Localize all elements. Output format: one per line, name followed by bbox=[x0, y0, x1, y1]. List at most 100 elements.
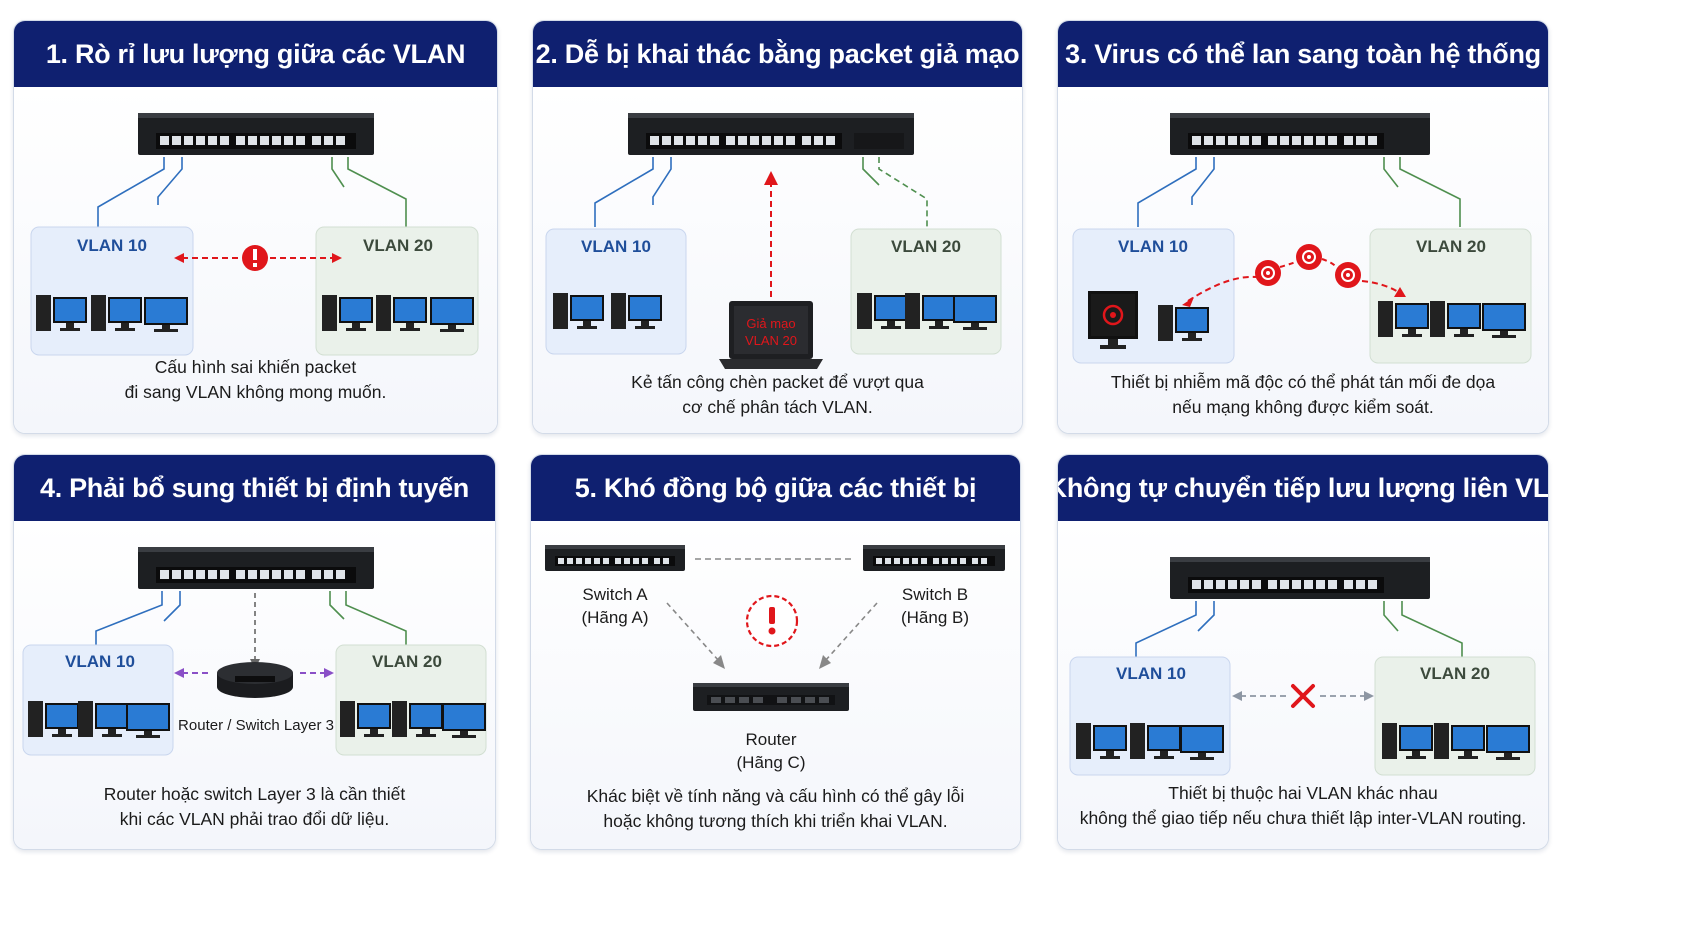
computer-icon bbox=[611, 293, 662, 329]
spread-arrow bbox=[1182, 258, 1406, 307]
vlan10-label: VLAN 10 bbox=[1118, 237, 1188, 256]
caption-line: cơ chế phân tách VLAN. bbox=[682, 397, 873, 417]
router-icon bbox=[693, 683, 849, 711]
card-body: VLAN 10 VLAN 20 Cấu hình sai khiến packe… bbox=[14, 87, 497, 433]
card-title: 3. Virus có thể lan sang toàn hệ thống bbox=[1058, 21, 1548, 87]
router-name: Router bbox=[745, 730, 796, 749]
switch-b-icon bbox=[863, 545, 1005, 571]
switch-a-vendor: (Hãng A) bbox=[581, 608, 648, 627]
computer-icon bbox=[430, 297, 474, 332]
switch-a-icon bbox=[545, 545, 685, 571]
computer-icon bbox=[1180, 725, 1224, 760]
router-icon bbox=[217, 662, 293, 698]
computer-icon bbox=[1378, 301, 1429, 337]
card-title: 4. Phải bổ sung thiết bị định tuyến bbox=[14, 455, 495, 521]
computer-icon bbox=[36, 295, 87, 331]
router-label: Router / Switch Layer 3 bbox=[178, 717, 334, 734]
vlan10-label: VLAN 10 bbox=[77, 236, 147, 255]
card-body: VLAN 10 VLAN 20 bbox=[1058, 87, 1548, 433]
switch-b-vendor: (Hãng B) bbox=[901, 608, 969, 627]
vlan20-label: VLAN 20 bbox=[363, 236, 433, 255]
network-switch bbox=[628, 113, 914, 155]
card-spoofed-packet: 2. Dễ bị khai thác bằng packet giả mạo V… bbox=[532, 20, 1023, 434]
computer-icon bbox=[1482, 303, 1526, 338]
biohazard-icon bbox=[1255, 260, 1281, 286]
card-caption: Khác biệt về tính năng và cấu hình có th… bbox=[531, 784, 1020, 834]
infected-computer-icon bbox=[1088, 291, 1138, 349]
computer-icon bbox=[376, 295, 427, 331]
laptop-text: Giả mạo bbox=[746, 316, 795, 331]
vlan20-label: VLAN 20 bbox=[891, 237, 961, 256]
blocked-x-icon bbox=[1291, 684, 1315, 708]
computer-icon bbox=[1486, 725, 1530, 760]
spoofed-packet-diagram: VLAN 10 VLAN 20 Giả mạo VLAN 20 bbox=[545, 113, 1002, 369]
caption-line: đi sang VLAN không mong muốn. bbox=[124, 382, 387, 402]
virus-spread-diagram: VLAN 10 VLAN 20 bbox=[1072, 113, 1532, 364]
biohazard-icon bbox=[1335, 262, 1361, 288]
card-caption: Router hoặc switch Layer 3 là cần thiết … bbox=[14, 782, 495, 832]
biohazard-icon bbox=[1296, 244, 1322, 270]
no-inter-vlan-diagram: VLAN 10 VLAN 20 bbox=[1069, 557, 1536, 776]
computer-icon bbox=[1434, 723, 1485, 759]
warning-icon bbox=[745, 594, 799, 648]
card-virus-spread: 3. Virus có thể lan sang toàn hệ thống V… bbox=[1057, 20, 1549, 434]
vlan20-label: VLAN 20 bbox=[1416, 237, 1486, 256]
routing-required-diagram: VLAN 10 VLAN 20 Router / Switch Layer 3 bbox=[22, 547, 487, 756]
computer-icon bbox=[1076, 723, 1127, 759]
computer-icon bbox=[1430, 301, 1481, 337]
card-vlan-leak: 1. Rò rỉ lưu lượng giữa các VLAN VLAN 10… bbox=[13, 20, 498, 434]
laptop-text: VLAN 20 bbox=[745, 333, 797, 348]
card-caption: Cấu hình sai khiến packet đi sang VLAN k… bbox=[14, 355, 497, 405]
computer-icon bbox=[1158, 305, 1209, 341]
caption-line: Kẻ tấn công chèn packet để vượt qua bbox=[631, 372, 924, 392]
caption-line: Thiết bị nhiễm mã độc có thể phát tán mố… bbox=[1110, 372, 1496, 392]
switch-b-name: Switch B bbox=[902, 585, 968, 604]
attacker-laptop-icon bbox=[719, 301, 823, 369]
card-device-sync: 5. Khó đồng bộ giữa các thiết bị Switch … bbox=[530, 454, 1021, 850]
caption-line: Cấu hình sai khiến packet bbox=[154, 357, 357, 377]
caption-line: không thể giao tiếp nếu chưa thiết lập i… bbox=[1079, 808, 1527, 828]
card-title: 1. Rò rỉ lưu lượng giữa các VLAN bbox=[14, 21, 497, 87]
computer-icon bbox=[322, 295, 373, 331]
bidirectional-arrow bbox=[174, 668, 334, 678]
computer-icon bbox=[91, 295, 142, 331]
card-no-inter-vlan: 6. Không tự chuyển tiếp lưu lượng liên V… bbox=[1057, 454, 1549, 850]
alert-icon bbox=[242, 245, 268, 271]
vlan20-label: VLAN 20 bbox=[1420, 664, 1490, 683]
computer-icon bbox=[553, 293, 604, 329]
computer-icon bbox=[340, 701, 391, 737]
computer-icon bbox=[28, 701, 79, 737]
card-body: Switch A (Hãng A) Switch B (Hãng B) bbox=[531, 521, 1020, 849]
injection-arrow bbox=[764, 171, 778, 297]
card-caption: Kẻ tấn công chèn packet để vượt qua cơ c… bbox=[533, 370, 1022, 420]
device-sync-diagram: Switch A (Hãng A) Switch B (Hãng B) bbox=[545, 545, 1005, 772]
computer-icon bbox=[953, 295, 997, 330]
card-body: VLAN 10 VLAN 20 Thiết bị thuộc hai VLAN … bbox=[1058, 521, 1548, 849]
caption-line: Khác biệt về tính năng và cấu hình có th… bbox=[586, 786, 965, 806]
caption-line: Router hoặc switch Layer 3 là cần thiết bbox=[103, 784, 406, 804]
card-caption: Thiết bị thuộc hai VLAN khác nhau không … bbox=[1058, 781, 1548, 831]
network-switch bbox=[1170, 113, 1430, 155]
network-switch bbox=[1170, 557, 1430, 599]
card-body: VLAN 10 VLAN 20 Router / Switch Layer 3 bbox=[14, 521, 495, 849]
computer-icon bbox=[905, 293, 956, 329]
network-switch bbox=[138, 113, 374, 155]
card-body: VLAN 10 VLAN 20 Giả mạo VLAN 20 Kẻ tấn c… bbox=[533, 87, 1022, 433]
vlan20-label: VLAN 20 bbox=[372, 652, 442, 671]
computer-icon bbox=[857, 293, 908, 329]
card-routing-required: 4. Phải bổ sung thiết bị định tuyến VLAN… bbox=[13, 454, 496, 850]
computer-icon bbox=[392, 701, 443, 737]
computer-icon bbox=[126, 703, 170, 738]
card-title: 2. Dễ bị khai thác bằng packet giả mạo bbox=[533, 21, 1022, 87]
leak-arrow bbox=[174, 253, 342, 263]
caption-line: hoặc không tương thích khi triển khai VL… bbox=[603, 811, 948, 831]
vlan-leak-diagram: VLAN 10 VLAN 20 bbox=[30, 113, 479, 356]
computer-icon bbox=[1130, 723, 1181, 759]
vlan10-label: VLAN 10 bbox=[581, 237, 651, 256]
computer-icon bbox=[144, 297, 188, 332]
card-title: 5. Khó đồng bộ giữa các thiết bị bbox=[531, 455, 1020, 521]
sync-arrows bbox=[666, 602, 878, 669]
vlan10-label: VLAN 10 bbox=[1116, 664, 1186, 683]
caption-line: khi các VLAN phải trao đổi dữ liệu. bbox=[119, 809, 390, 829]
computer-icon bbox=[1382, 723, 1433, 759]
